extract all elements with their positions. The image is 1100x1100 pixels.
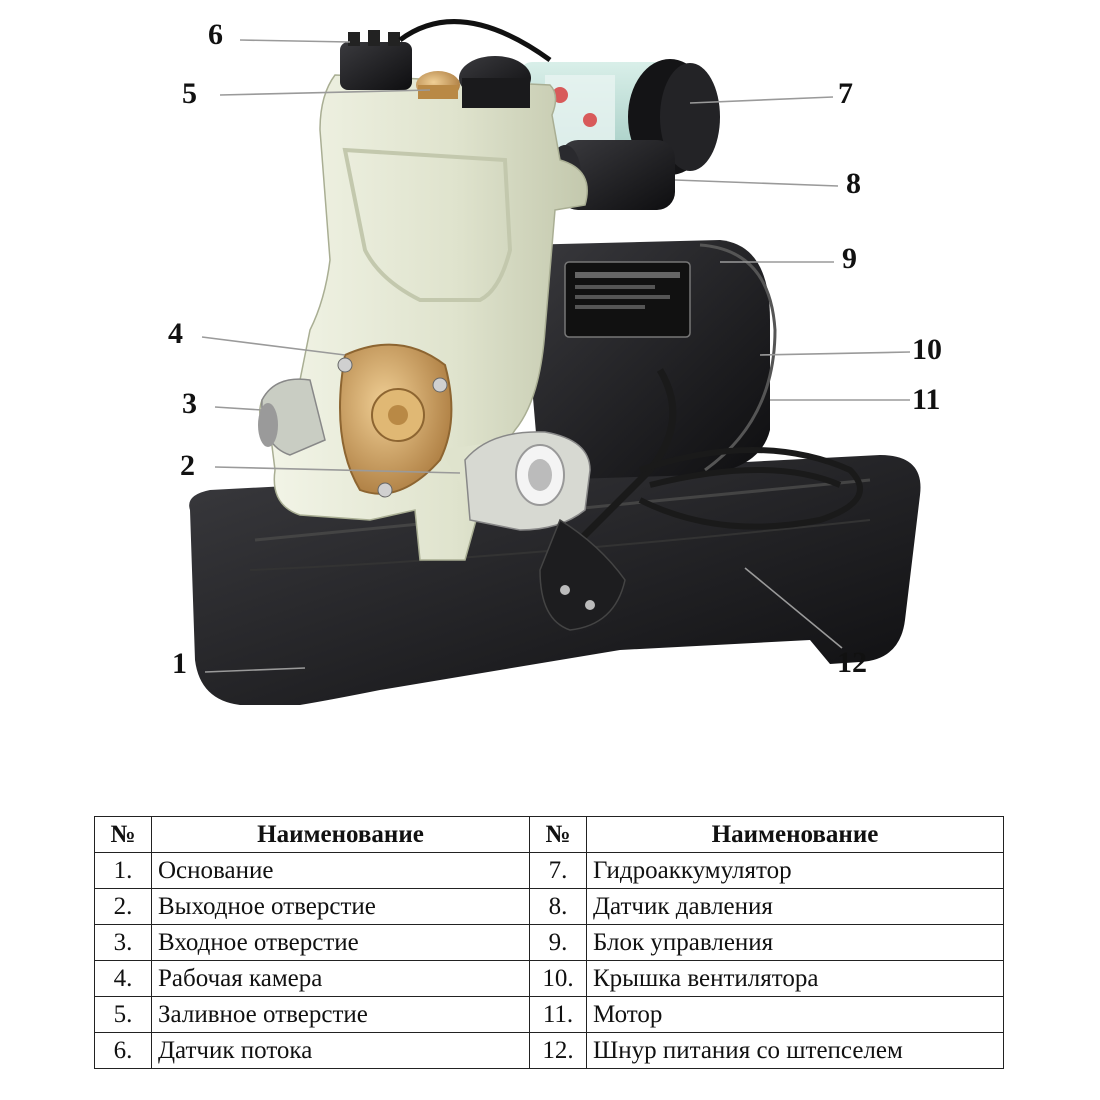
callout-8: 8 — [846, 167, 861, 200]
callout-7: 7 — [838, 77, 853, 110]
callout-2: 2 — [180, 449, 195, 482]
outlet-port — [464, 431, 591, 531]
table-row: 1. Основание 7. Гидроаккумулятор — [94, 852, 1004, 889]
row-name: Выходное отверстие — [151, 888, 530, 925]
row-name: Крышка вентилятора — [586, 960, 1004, 997]
parts-table: № Наименование № Наименование 1. Основан… — [94, 816, 1004, 1069]
priming-plug — [416, 71, 460, 99]
callout-4: 4 — [168, 317, 183, 350]
callout-3: 3 — [182, 387, 197, 420]
row-num: 1. — [94, 852, 152, 889]
header-num-left: № — [94, 816, 152, 853]
row-num: 8. — [529, 888, 587, 925]
callout-5: 5 — [182, 77, 197, 110]
row-name: Заливное отверстие — [151, 996, 530, 1033]
row-name: Шнур питания со штепселем — [586, 1032, 1004, 1069]
table-header-row: № Наименование № Наименование — [94, 816, 1004, 853]
leader-lines — [201, 39, 911, 673]
row-num: 10. — [529, 960, 587, 997]
table-row: 3. Входное отверстие 9. Блок управления — [94, 924, 1004, 961]
power-plug — [539, 518, 626, 631]
callout-labels: 1 2 3 4 5 6 7 8 9 10 11 12 — [168, 18, 942, 680]
row-num: 2. — [94, 888, 152, 925]
flow-sensor — [340, 19, 552, 90]
top-cap — [459, 56, 531, 108]
table-row: 4. Рабочая камера 10. Крышка вентилятора — [94, 960, 1004, 997]
control-unit-label — [564, 261, 691, 338]
callout-12: 12 — [837, 646, 867, 679]
motor — [520, 240, 777, 480]
row-name: Гидроаккумулятор — [586, 852, 1004, 889]
row-num: 12. — [529, 1032, 587, 1069]
row-name: Блок управления — [586, 924, 1004, 961]
callout-6: 6 — [208, 18, 223, 51]
row-num: 7. — [529, 852, 587, 889]
row-num: 5. — [94, 996, 152, 1033]
row-name: Датчик потока — [151, 1032, 530, 1069]
row-num: 9. — [529, 924, 587, 961]
power-cord — [539, 368, 863, 631]
callout-10: 10 — [912, 333, 942, 366]
row-num: 3. — [94, 924, 152, 961]
table-row: 2. Выходное отверстие 8. Датчик давления — [94, 888, 1004, 925]
header-name-right: Наименование — [586, 816, 1004, 853]
header-name-left: Наименование — [151, 816, 530, 853]
row-name: Рабочая камера — [151, 960, 530, 997]
header-num-right: № — [529, 816, 587, 853]
row-num: 4. — [94, 960, 152, 997]
table-row: 5. Заливное отверстие 11. Мотор — [94, 996, 1004, 1033]
inlet-port — [258, 378, 326, 456]
row-num: 11. — [529, 996, 587, 1033]
row-name: Датчик давления — [586, 888, 1004, 925]
row-name: Входное отверстие — [151, 924, 530, 961]
callout-11: 11 — [912, 383, 940, 416]
row-name: Основание — [151, 852, 530, 889]
callout-9: 9 — [842, 242, 857, 275]
table-row: 6. Датчик потока 12. Шнур питания со ште… — [94, 1032, 1004, 1069]
working-chamber — [337, 343, 453, 498]
row-num: 6. — [94, 1032, 152, 1069]
callout-1: 1 — [172, 647, 187, 680]
pump-diagram: 1 2 3 4 5 6 7 8 9 10 11 12 — [168, 18, 942, 705]
row-name: Мотор — [586, 996, 1004, 1033]
